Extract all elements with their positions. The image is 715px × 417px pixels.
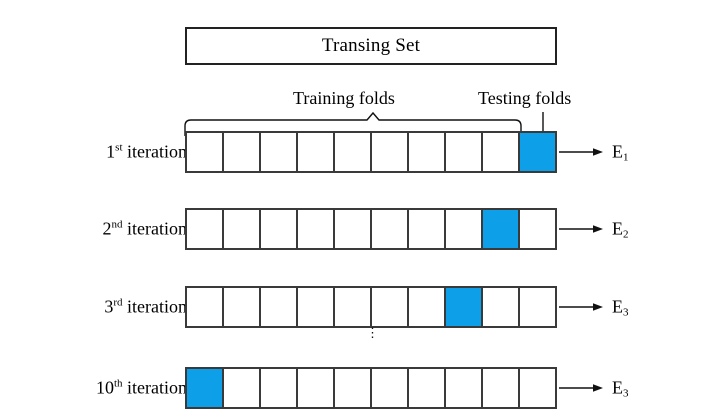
- vertical-ellipsis: ⋮: [366, 325, 379, 340]
- training-fold-cell: [224, 288, 261, 326]
- training-folds-label: Training folds: [293, 88, 395, 108]
- training-fold-cell: [335, 133, 372, 171]
- training-fold-cell: [261, 288, 298, 326]
- fold-strip: [185, 286, 557, 328]
- training-fold-cell: [298, 369, 335, 407]
- training-fold-cell: [372, 210, 409, 248]
- result-arrow: [559, 225, 603, 233]
- training-fold-cell: [261, 210, 298, 248]
- fold-strip: [185, 131, 557, 173]
- training-fold-cell: [483, 133, 520, 171]
- training-fold-cell: [446, 133, 483, 171]
- training-fold-cell: [335, 210, 372, 248]
- training-fold-cell: [446, 369, 483, 407]
- fold-strip: [185, 367, 557, 409]
- error-label: E3: [612, 296, 629, 319]
- training-fold-cell: [261, 133, 298, 171]
- training-fold-cell: [483, 288, 520, 326]
- training-fold-cell: [187, 133, 224, 171]
- training-fold-cell: [409, 288, 446, 326]
- iteration-row: 3rd iteration E3: [0, 286, 715, 328]
- testing-fold-cell: [187, 369, 224, 407]
- training-fold-cell: [372, 133, 409, 171]
- iteration-label: 3rd iteration: [104, 296, 187, 317]
- training-fold-cell: [409, 369, 446, 407]
- training-fold-cell: [409, 133, 446, 171]
- training-fold-cell: [520, 210, 555, 248]
- result-arrow: [559, 384, 603, 392]
- training-set-title: Transing Set: [321, 35, 421, 56]
- iteration-label: 10th iteration: [95, 377, 187, 398]
- training-fold-cell: [446, 210, 483, 248]
- training-fold-cell: [298, 210, 335, 248]
- fold-strip: [185, 208, 557, 250]
- training-fold-cell: [187, 288, 224, 326]
- result-arrow: [559, 303, 603, 311]
- training-fold-cell: [520, 288, 555, 326]
- iteration-label: 2nd iteration: [102, 218, 187, 239]
- testing-fold-cell: [446, 288, 483, 326]
- training-fold-cell: [224, 133, 261, 171]
- error-label: E1: [612, 141, 629, 164]
- training-folds-brace: [184, 111, 522, 136]
- testing-folds-label: Testing folds: [478, 88, 572, 108]
- training-fold-cell: [335, 369, 372, 407]
- error-label: E3: [612, 377, 629, 400]
- training-fold-cell: [483, 369, 520, 407]
- training-fold-cell: [372, 288, 409, 326]
- error-label: E2: [612, 218, 629, 241]
- testing-fold-cell: [483, 210, 520, 248]
- iteration-label: 1st iteration: [106, 141, 187, 162]
- training-fold-cell: [372, 369, 409, 407]
- iteration-row: 1st iteration E1: [0, 131, 715, 173]
- testing-fold-cell: [520, 133, 555, 171]
- training-fold-cell: [224, 210, 261, 248]
- iteration-row: 2nd iteration E2: [0, 208, 715, 250]
- training-fold-cell: [187, 210, 224, 248]
- training-fold-cell: [409, 210, 446, 248]
- training-fold-cell: [335, 288, 372, 326]
- training-fold-cell: [520, 369, 555, 407]
- result-arrow: [559, 148, 603, 156]
- training-fold-cell: [261, 369, 298, 407]
- iteration-row: 10th iteration E3: [0, 367, 715, 409]
- training-set-box: Transing Set: [185, 27, 557, 65]
- training-fold-cell: [298, 288, 335, 326]
- training-fold-cell: [224, 369, 261, 407]
- training-fold-cell: [298, 133, 335, 171]
